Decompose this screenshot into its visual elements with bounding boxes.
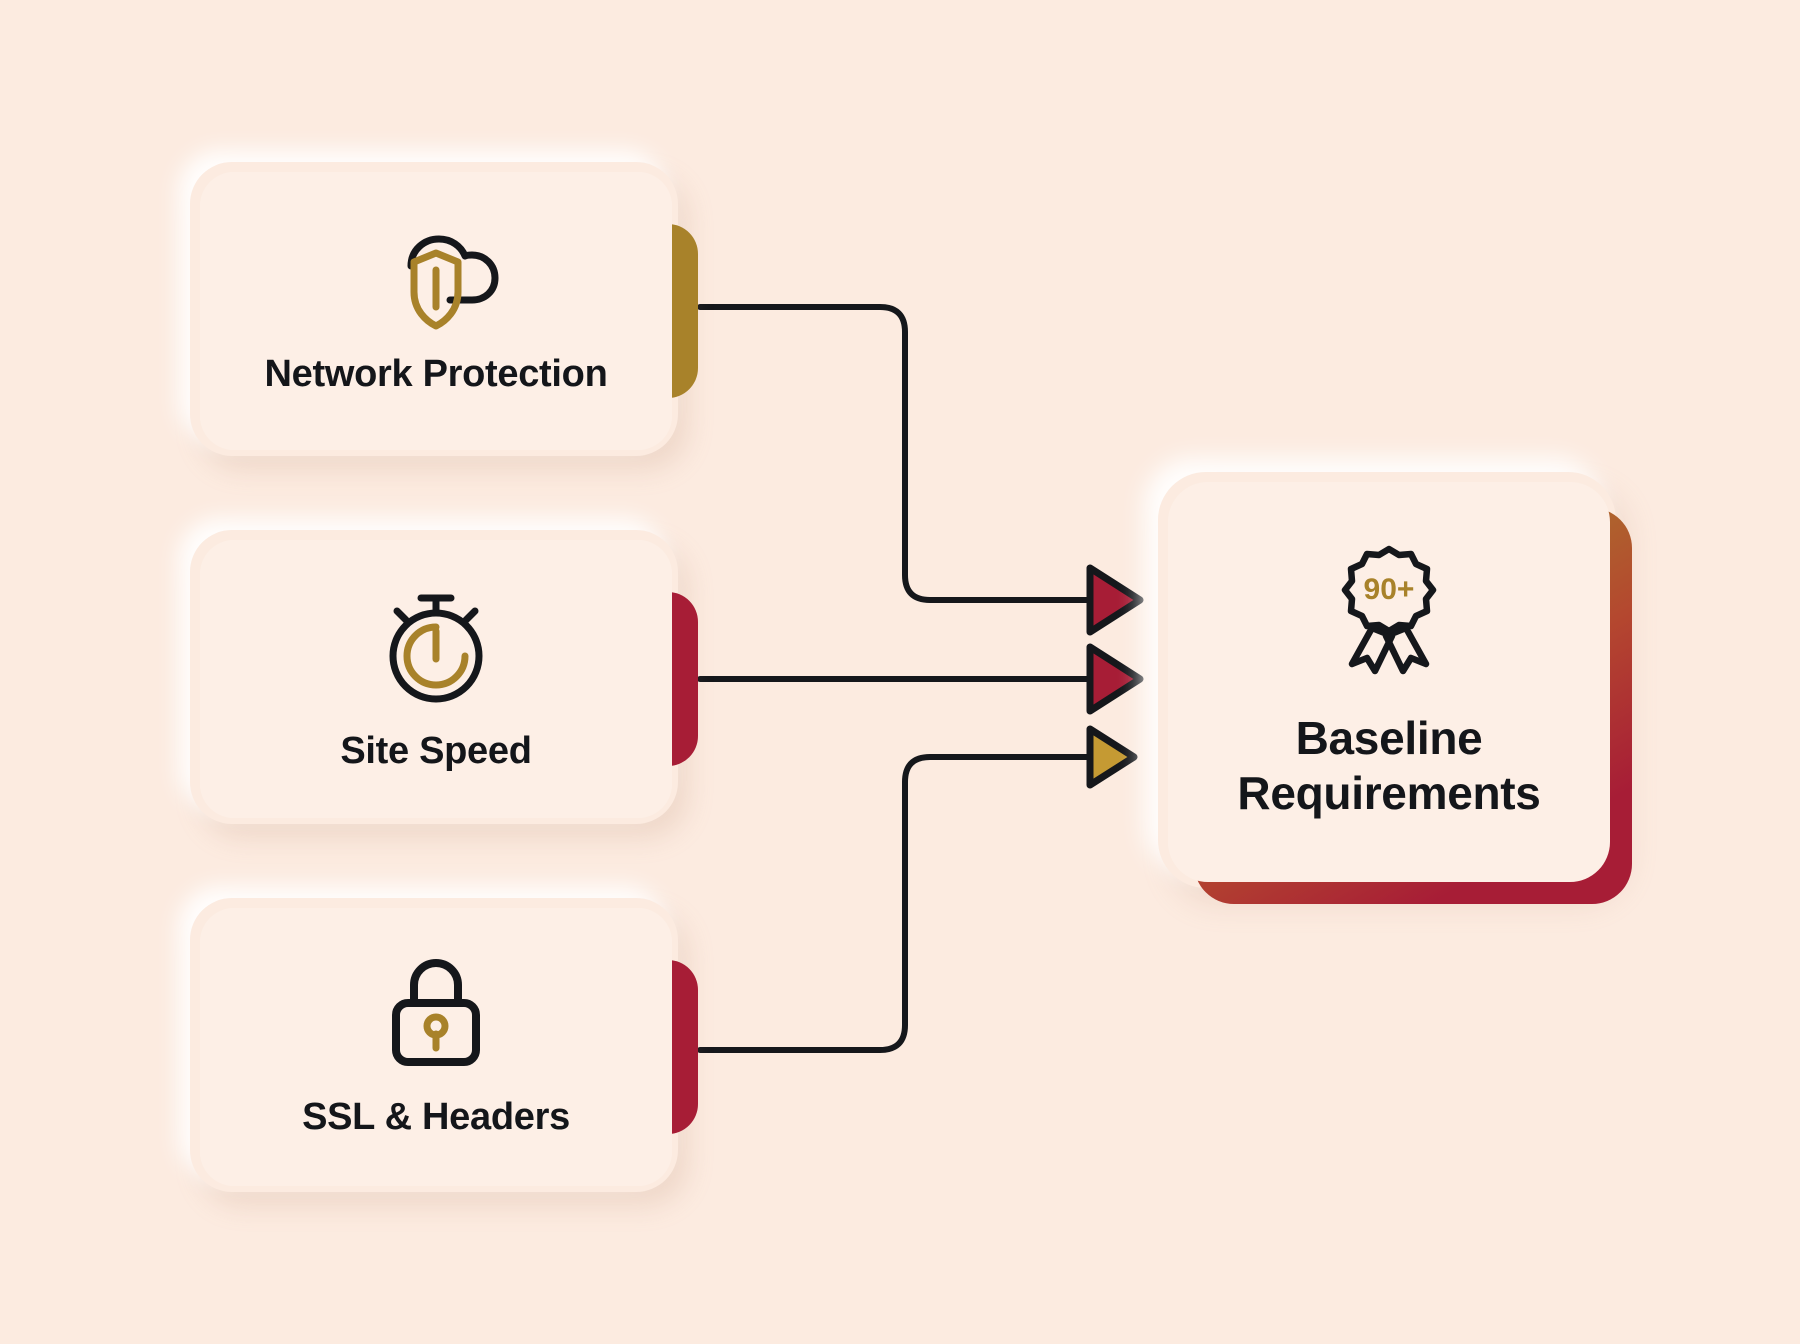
connector-ssl-headers xyxy=(697,754,1093,1053)
arrowhead-network-protection xyxy=(1086,564,1144,636)
stopwatch-icon xyxy=(377,585,495,712)
arrowhead-ssl-headers xyxy=(1086,725,1138,789)
card-label-baseline-requirements: Baseline Requirements xyxy=(1237,711,1540,820)
card-label-network-protection: Network Protection xyxy=(264,352,608,395)
connector-network-protection xyxy=(697,304,1093,603)
lock-icon xyxy=(383,955,489,1078)
card-label-line-2: Requirements xyxy=(1237,766,1541,819)
badge-value-text: 90+ xyxy=(1364,573,1415,606)
card-surface xyxy=(200,540,672,818)
card-baseline-requirements[interactable]: 90+ Baseline Requirements xyxy=(1168,482,1632,904)
card-surface xyxy=(200,172,672,450)
card-label-site-speed: Site Speed xyxy=(340,729,532,772)
card-label-line-1: Baseline xyxy=(1295,712,1483,765)
shield-cloud-icon xyxy=(366,226,506,335)
card-label-ssl-headers: SSL & Headers xyxy=(302,1095,570,1138)
card-site-speed[interactable]: Site Speed xyxy=(200,540,698,818)
card-network-protection[interactable]: Network Protection xyxy=(200,172,698,450)
card-ssl-headers[interactable]: SSL & Headers xyxy=(200,908,698,1186)
arrowhead-site-speed xyxy=(1086,643,1144,715)
award-rosette-icon: 90+ xyxy=(1326,544,1452,681)
